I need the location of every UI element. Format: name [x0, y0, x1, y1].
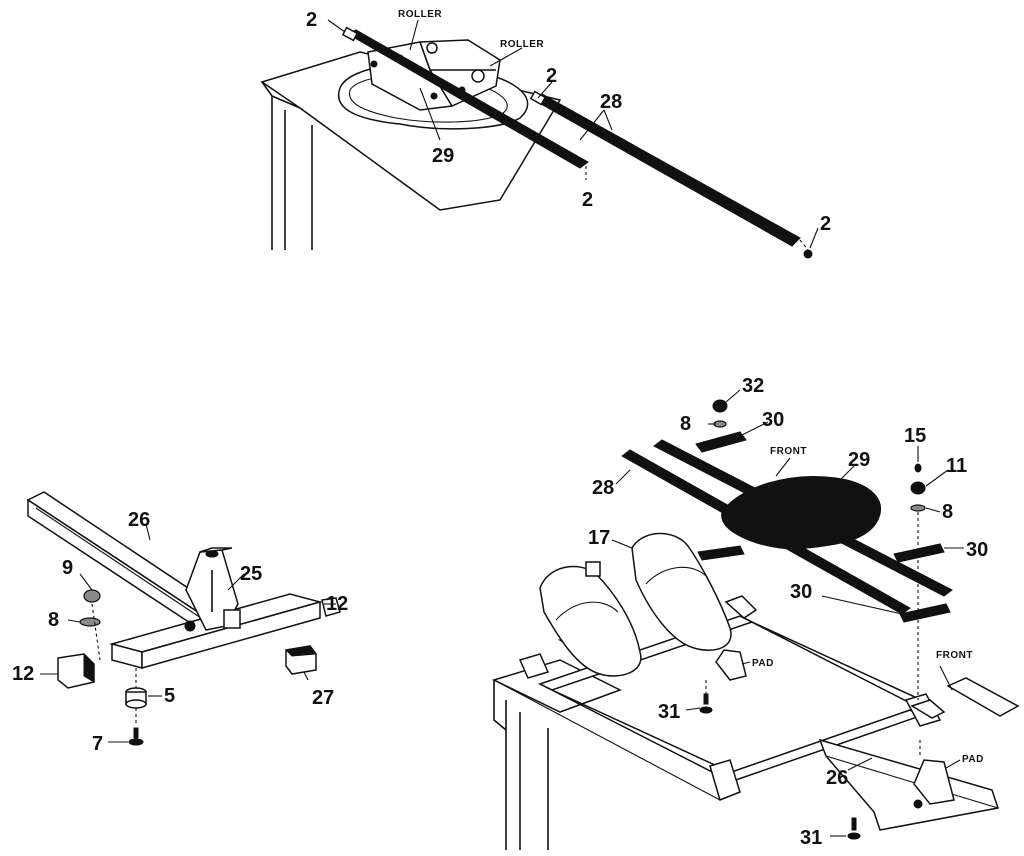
washer-8	[79, 617, 101, 627]
label-25: 25	[240, 563, 262, 585]
label-12: 12	[12, 663, 34, 685]
label-2: 2	[582, 189, 593, 211]
label-pad: PAD	[962, 754, 984, 765]
cap-32	[712, 399, 728, 413]
label-30: 30	[762, 409, 784, 431]
label-17: 17	[588, 527, 610, 549]
label-2: 2	[306, 9, 317, 31]
right-assembly: 32 8 30 FRONT 29 15 11 8 30 28 17 30 FRO…	[491, 375, 1020, 850]
label-15: 15	[904, 425, 926, 447]
washer-8	[910, 504, 926, 512]
bolt-7	[128, 727, 144, 746]
label-2: 2	[546, 65, 557, 87]
front-foot	[946, 677, 1020, 717]
cap-12-right	[321, 597, 341, 617]
label-28: 28	[592, 477, 614, 499]
label-30: 30	[790, 581, 812, 603]
foot-5	[125, 687, 147, 709]
label-31: 31	[800, 827, 822, 849]
label-2: 2	[820, 213, 831, 235]
label-9: 9	[62, 557, 73, 579]
right-seat-29	[721, 476, 882, 550]
pad-bracket	[518, 595, 955, 809]
label-7: 7	[92, 733, 103, 755]
cap-12-left	[57, 652, 95, 689]
label-12: 12	[326, 593, 348, 615]
left-bracket-25	[185, 547, 241, 631]
top-rail-left	[341, 26, 589, 169]
top-assembly: 2 ROLLER ROLLER 2 28 29 2 2	[260, 9, 831, 259]
nut-11	[910, 481, 926, 495]
label-roller: ROLLER	[398, 9, 442, 20]
label-8: 8	[680, 413, 691, 435]
label-11: 11	[946, 455, 967, 477]
label-30: 30	[966, 539, 988, 561]
screw-31	[699, 693, 713, 714]
foot-rest-right	[631, 532, 732, 651]
label-pad: PAD	[752, 658, 774, 669]
foot-rest-left	[539, 561, 642, 677]
bracket-30	[695, 431, 951, 623]
left-assembly: 26 9 8 25 12 12 5 27 7	[12, 491, 348, 755]
label-31: 31	[658, 701, 680, 723]
label-29: 29	[848, 449, 870, 471]
nut-9	[83, 589, 101, 603]
label-26: 26	[128, 509, 150, 531]
bolt-15	[914, 463, 922, 473]
top-rail-28	[529, 90, 801, 247]
label-32: 32	[742, 375, 764, 397]
label-27: 27	[312, 687, 334, 709]
label-8: 8	[48, 609, 59, 631]
screw-31	[847, 817, 861, 840]
label-8: 8	[942, 501, 953, 523]
label-26: 26	[826, 767, 848, 789]
label-front: FRONT	[936, 650, 973, 661]
label-roller: ROLLER	[500, 39, 544, 50]
rail-end-cap	[803, 249, 813, 259]
label-28: 28	[600, 91, 622, 113]
label-front: FRONT	[770, 446, 807, 457]
cap-27	[284, 645, 317, 675]
label-5: 5	[164, 685, 175, 707]
label-29: 29	[432, 145, 454, 167]
